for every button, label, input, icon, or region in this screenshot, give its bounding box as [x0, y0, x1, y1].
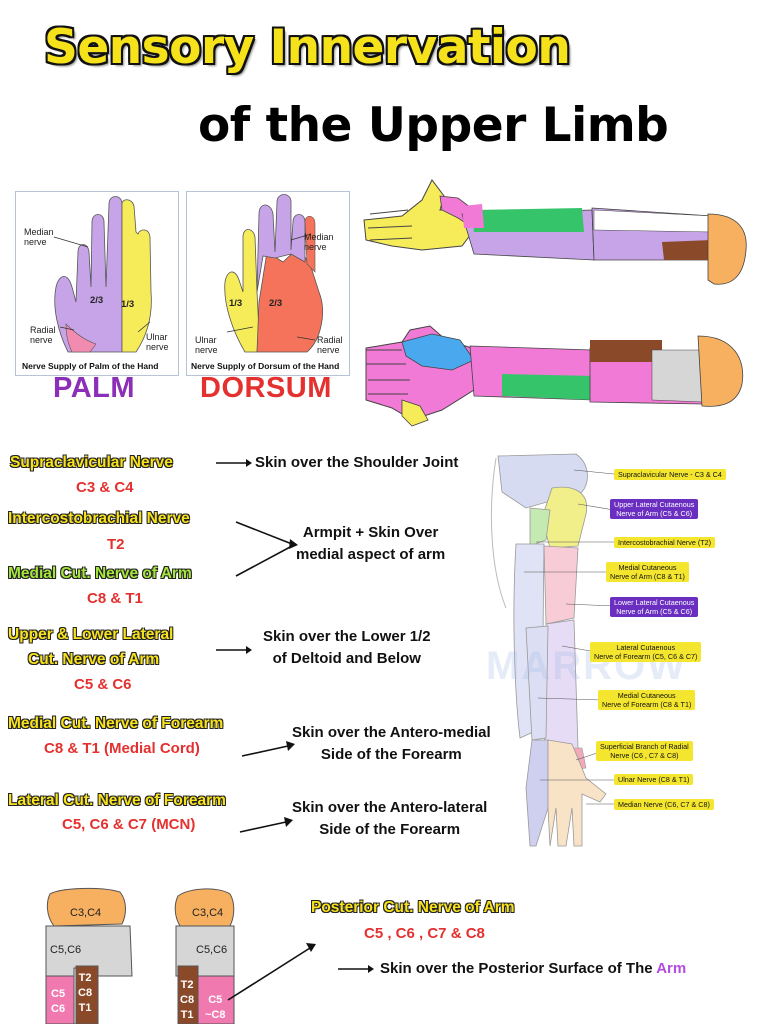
dorsum-caption: Nerve Supply of Dorsum of the Hand [191, 361, 340, 371]
title-line-2: of the Upper Limb [198, 98, 669, 153]
palm-caption: Nerve Supply of Palm of the Hand [22, 361, 159, 371]
title-line-1: Sensory Innervation [44, 20, 571, 75]
tag-supraclavicular: Supraclavicular Nerve - C3 & C4 [614, 469, 726, 480]
posterior-cut-nerve-name: Posterior Cut. Nerve of Arm [311, 899, 515, 916]
nerve-supraclavicular-desc: Skin over the Shoulder Joint [255, 454, 459, 471]
dorsum-fraction-radial: 2/3 [269, 298, 283, 309]
posterior-cut-nerve-roots: C5 , C6 , C7 & C8 [364, 925, 485, 942]
dorsum-big-label: DORSUM [200, 372, 332, 404]
posterior-cut-nerve-desc: Skin over the Posterior Surface of The A… [380, 960, 687, 977]
nerve-lateral-cut-forearm-name: Lateral Cut. Nerve of Forearm [8, 792, 226, 809]
arrow-supraclavicular [216, 459, 252, 467]
tag-intercostobrachial: Intercostobrachial Nerve (T2) [614, 537, 716, 548]
dorsum-hand-illustration [224, 194, 323, 353]
posterior-arm-illustration-2 [174, 888, 235, 1024]
palm-hand-illustration [53, 196, 152, 353]
limb-anterior-illustration [490, 453, 616, 847]
dorsum-fraction-ulnar: 1/3 [229, 298, 243, 309]
palm-fraction-median: 2/3 [90, 295, 104, 306]
arm1-cap-label: C3,C4 [70, 907, 102, 919]
nerve-medial-cut-forearm-name: Medial Cut. Nerve of Forearm [8, 715, 224, 732]
arm-anterior-illustration [363, 179, 747, 285]
nerve-medial-cut-forearm-roots: C8 & T1 (Medial Cord) [44, 740, 200, 757]
arm1-mid-label: C5,C6 [50, 944, 82, 956]
arrow-posterior-diagonal [227, 943, 316, 1001]
arm2-cap-label: C3,C4 [192, 907, 224, 919]
arm-posterior-illustration [365, 325, 744, 427]
limb-diagram: MARROW Supraclavicular Nerve - C3 & C4 U… [486, 448, 764, 850]
posterior-arm-illustration-1 [45, 887, 133, 1024]
nerve-lateral-cut-arm-name: Upper & Lower Lateral [8, 626, 174, 643]
arm2-mid-label: C5,C6 [196, 944, 228, 956]
arrow-lateral-cut-forearm [239, 817, 293, 833]
nerve-lateral-cut-forearm-roots: C5, C6 & C7 (MCN) [62, 816, 196, 833]
nerve-intercostobrachial-name: Intercostobrachial Nerve [8, 510, 190, 527]
arrow-medial-cut-forearm [241, 741, 295, 757]
tag-median-nerve: Median Nerve (C6, C7 & C8) [614, 799, 714, 810]
nerve-supraclavicular-roots: C3 & C4 [76, 479, 134, 496]
nerve-lateral-cut-arm-roots: C5 & C6 [74, 676, 132, 693]
nerve-supraclavicular-name: Supraclavicular Nerve [10, 454, 173, 471]
arm2-right-label: C5~C8 [205, 994, 226, 1021]
tag-ulnar-nerve: Ulnar Nerve (C8 & T1) [614, 774, 694, 785]
arrow-lateral-cut-arm [216, 646, 252, 654]
arrow-armpit-group [235, 521, 298, 577]
nerve-lateral-cut-arm-name-2: Cut. Nerve of Arm [28, 651, 160, 668]
palm-big-label: PALM [53, 372, 136, 404]
nerve-medial-cut-arm-roots: C8 & T1 [87, 590, 143, 607]
palm-fraction-ulnar: 1/3 [121, 299, 135, 310]
nerve-medial-cut-arm-name: Medial Cut. Nerve of Arm [8, 565, 192, 582]
arrow-posterior-desc [338, 965, 374, 973]
nerve-intercostobrachial-roots: T2 [107, 536, 125, 553]
